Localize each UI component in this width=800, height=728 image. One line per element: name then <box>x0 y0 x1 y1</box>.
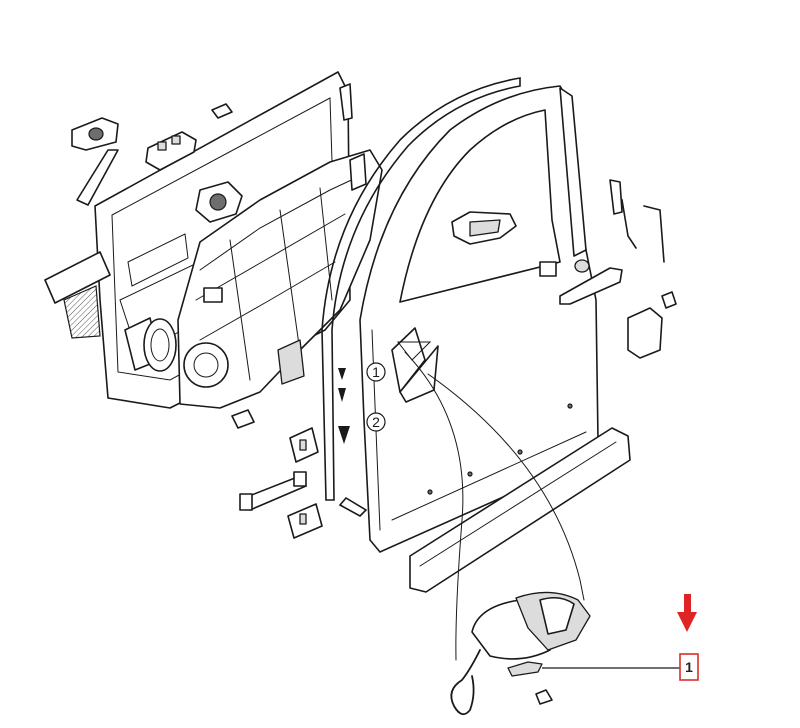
door-shell <box>359 85 599 553</box>
mirror-cap-small <box>535 689 553 705</box>
small-clip <box>231 409 255 429</box>
mirror-wiring <box>450 649 481 716</box>
trim-strip <box>339 83 353 121</box>
door-check-strap <box>239 471 307 511</box>
upper-hinge <box>289 427 319 463</box>
window-regulator <box>177 149 383 409</box>
handle-bezel <box>71 117 119 151</box>
mirror-clip-highlighted <box>507 661 543 677</box>
door-seal <box>321 77 521 517</box>
regulator-clip <box>277 339 305 385</box>
mirror-leader-lines <box>404 351 585 661</box>
part-callout-1: 1 <box>679 653 699 681</box>
lower-hinge <box>287 503 323 539</box>
inner-door-handle <box>451 211 517 245</box>
b-pillar-trim <box>559 87 587 257</box>
window-guide-bracket <box>391 327 439 403</box>
speaker-grille-small <box>195 181 243 223</box>
lock-rod <box>609 179 665 263</box>
step-1-callout: 1 <box>366 362 386 382</box>
svg-text:1: 1 <box>372 364 380 380</box>
exterior-mirror <box>471 591 591 660</box>
clip-part <box>211 103 233 119</box>
direction-arrows <box>338 368 350 444</box>
svg-text:2: 2 <box>372 414 380 430</box>
door-lock-actuator <box>627 291 677 359</box>
svg-text:1: 1 <box>685 659 693 675</box>
arrow-down-icon <box>677 594 697 632</box>
window-switch-panel <box>145 131 197 171</box>
step-2-callout: 2 <box>366 412 386 432</box>
outer-door-handle <box>559 259 623 305</box>
door-moulding-strip <box>409 427 631 593</box>
